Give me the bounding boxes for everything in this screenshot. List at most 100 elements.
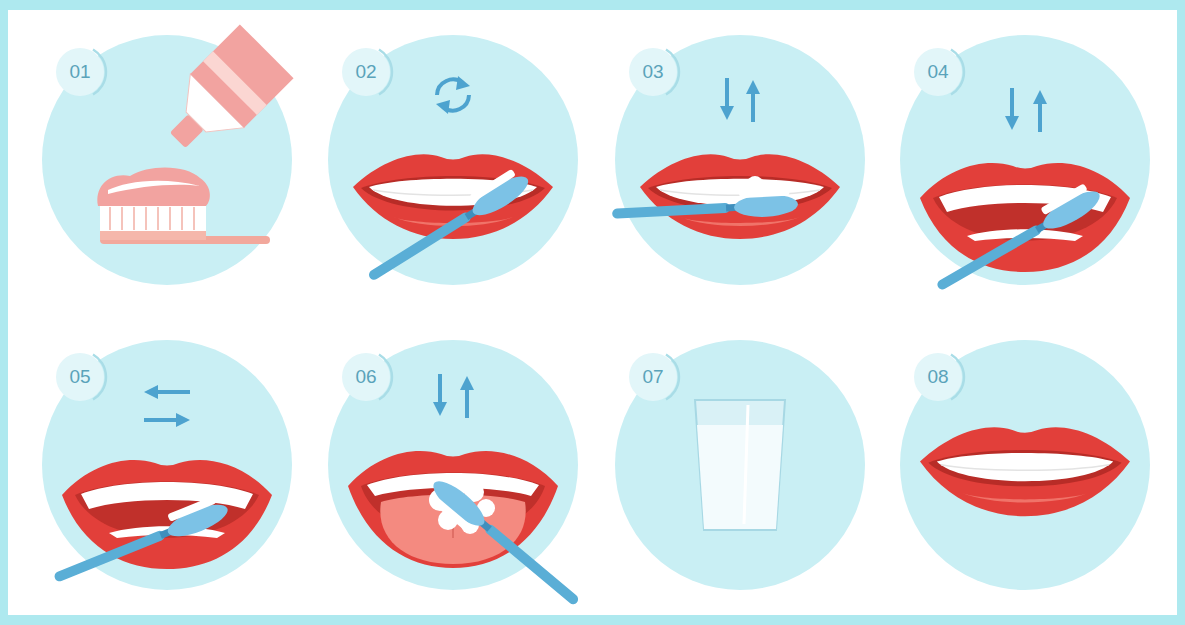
foam-bubble <box>505 183 519 197</box>
toothbrush <box>611 187 798 225</box>
toothbrush <box>361 165 534 287</box>
number-badge <box>914 48 962 96</box>
up-arrow <box>1038 102 1042 132</box>
arrow-head <box>460 376 474 390</box>
arrow-head <box>746 80 760 94</box>
step-circle-fill <box>900 340 1150 590</box>
foam-bubble <box>735 181 749 195</box>
toothbrush <box>930 179 1105 296</box>
badge-arc <box>951 355 964 400</box>
step-number: 05 <box>56 365 104 389</box>
mouth <box>353 154 553 239</box>
number-badge <box>342 48 390 96</box>
arrow-head <box>144 385 158 399</box>
toothbrush <box>49 493 232 589</box>
bristle-lines <box>110 207 194 230</box>
step-number: 02 <box>342 60 390 84</box>
tube-shoulder <box>169 74 244 149</box>
step-circle-fill <box>42 340 292 590</box>
step-number: 07 <box>629 365 677 389</box>
step-number: 01 <box>56 60 104 84</box>
number-badge <box>56 48 104 96</box>
foam-bubble <box>484 186 496 198</box>
step-circle: 03 <box>615 35 865 285</box>
foam-bubble <box>477 499 495 517</box>
foam <box>735 176 784 197</box>
step-number: 03 <box>629 60 677 84</box>
step-circle: 04 <box>900 35 1150 285</box>
left-arrow <box>156 390 190 394</box>
tube-cap <box>170 114 204 148</box>
rotate-arrow <box>443 95 469 111</box>
rotate-arrow <box>437 79 463 95</box>
badge-arc <box>93 355 106 400</box>
foam-bubble <box>429 489 451 511</box>
mouth <box>348 451 558 568</box>
step-circle-fill <box>900 35 1150 285</box>
number-badge <box>56 353 104 401</box>
foam-bubble <box>761 181 775 195</box>
right-arrow <box>144 418 178 422</box>
badge-arc <box>93 50 106 95</box>
foam-bubble <box>444 477 466 499</box>
foam-bubble <box>774 187 784 197</box>
number-badge <box>629 48 677 96</box>
foam-bubble <box>492 178 508 194</box>
step-circle: 05 <box>42 340 292 590</box>
step-circle-fill <box>328 35 578 285</box>
badge-arc <box>666 355 679 400</box>
step-number: 06 <box>342 365 390 389</box>
water <box>697 425 783 529</box>
arrow-head <box>1005 116 1019 130</box>
step-circle-fill <box>615 340 865 590</box>
foam-bubble <box>438 510 458 530</box>
mouth <box>920 163 1130 272</box>
number-badge <box>629 353 677 401</box>
arrow-head <box>176 413 190 427</box>
step-circle: 02 <box>328 35 578 285</box>
badge-arc <box>666 50 679 95</box>
step-circle-fill <box>42 35 292 285</box>
tube-band <box>203 51 267 115</box>
down-arrow <box>438 374 442 404</box>
foam-bubble <box>464 482 484 502</box>
foam <box>484 178 519 198</box>
step-circle: 06 <box>328 340 578 590</box>
glass <box>695 400 785 530</box>
badge-arc <box>379 355 392 400</box>
glass-shine <box>744 405 748 524</box>
brush-handle <box>100 236 270 244</box>
arrow-head <box>456 76 470 90</box>
tube-body <box>190 24 293 127</box>
foam <box>429 477 495 534</box>
foam-bubble <box>747 176 763 192</box>
down-arrow <box>725 78 729 108</box>
number-badge <box>342 353 390 401</box>
badge-arc <box>951 50 964 95</box>
arrow-head <box>1033 90 1047 104</box>
step-circle: 01 <box>42 35 292 285</box>
badge-arc <box>379 50 392 95</box>
foam-bubble <box>461 516 479 534</box>
up-arrow <box>751 92 755 122</box>
arrow-head <box>720 106 734 120</box>
number-badge <box>914 353 962 401</box>
mouth <box>62 460 272 569</box>
brush-bristles <box>100 205 206 231</box>
toothpaste-stripe <box>108 181 200 194</box>
brush-base <box>100 230 206 240</box>
arrow-head <box>436 100 450 114</box>
mouth <box>920 427 1130 516</box>
step-circle-fill <box>328 340 578 590</box>
toothpaste <box>97 168 210 206</box>
step-number: 04 <box>914 60 962 84</box>
down-arrow <box>1010 88 1014 118</box>
arrow-head <box>433 402 447 416</box>
up-arrow <box>465 388 469 418</box>
toothbrush <box>423 474 583 615</box>
step-circle: 07 <box>615 340 865 590</box>
step-circle: 08 <box>900 340 1150 590</box>
step-circle-fill <box>615 35 865 285</box>
mouth <box>640 154 840 239</box>
